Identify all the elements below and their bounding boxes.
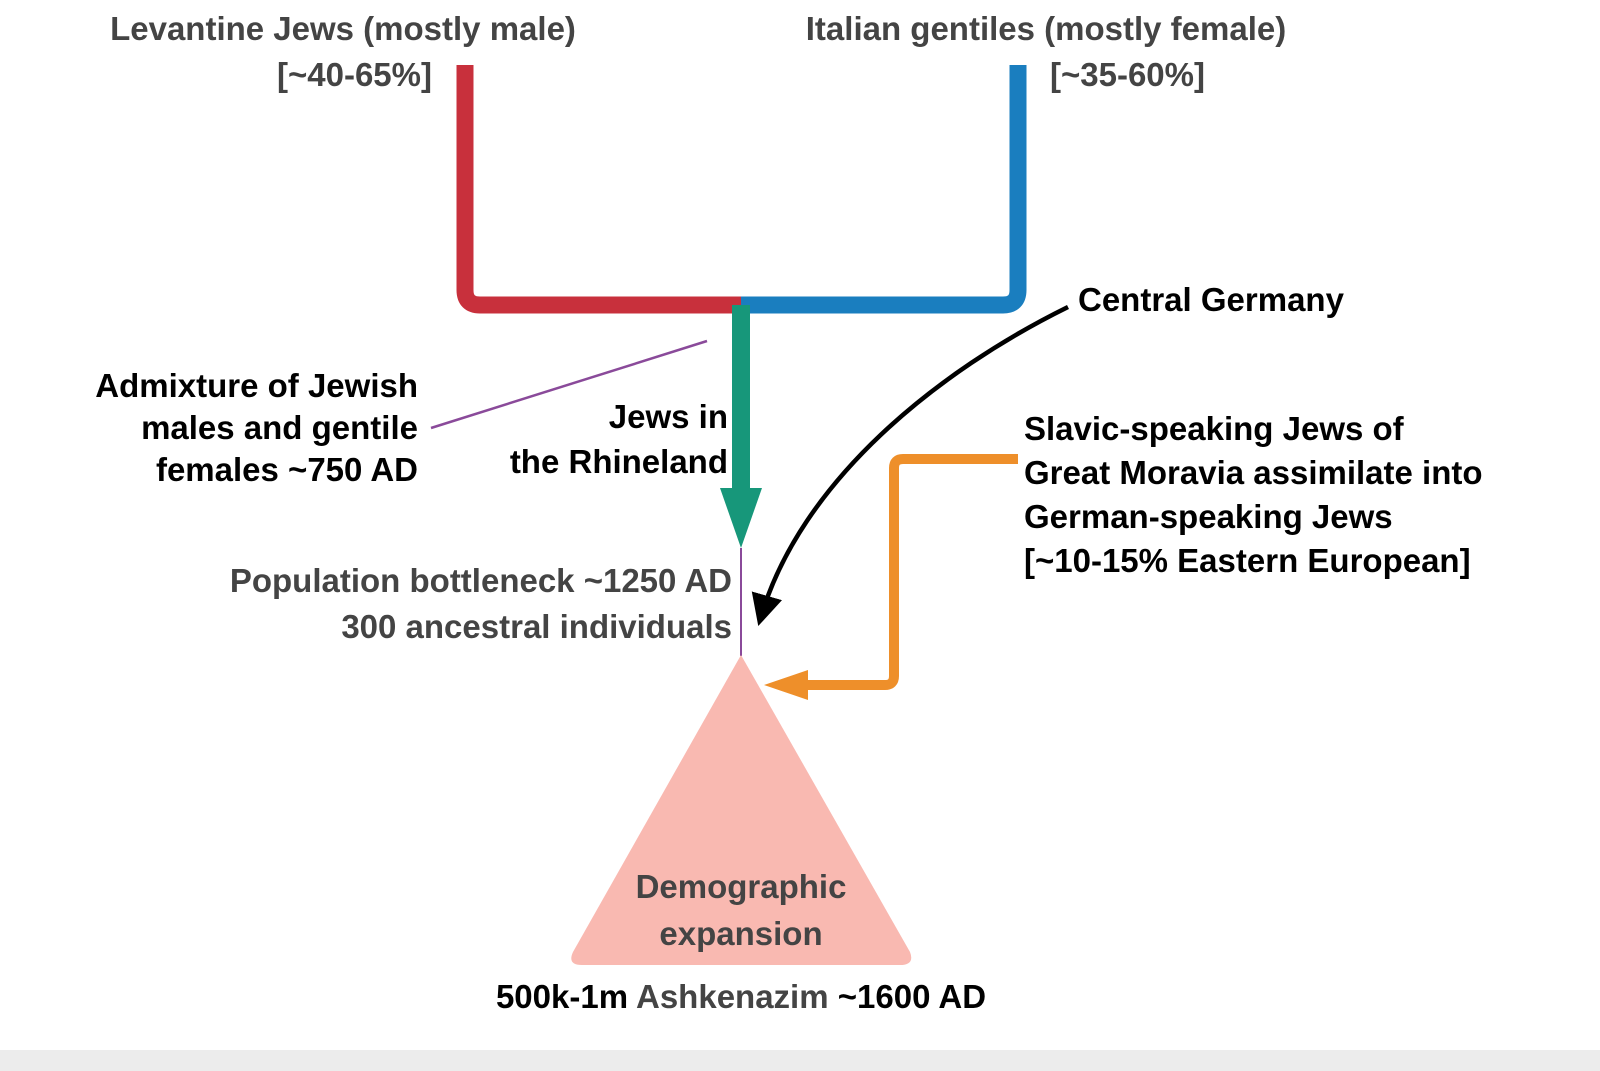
central-germany-arrow (751, 304, 1069, 627)
admixture-pointer-line (430, 339, 708, 430)
slavic-label-line: Slavic-speaking Jews of (1024, 410, 1405, 447)
admixture-label-line: females ~750 AD (156, 451, 418, 488)
expansion-triangle (571, 655, 912, 965)
italian-branch-line (741, 65, 1027, 314)
bottleneck-label-line: 300 ancestral individuals (341, 608, 732, 645)
levantine-branch-line (456, 65, 741, 314)
result-name: Ashkenazim (636, 978, 829, 1015)
bottleneck-label-line: Population bottleneck ~1250 AD (230, 562, 732, 599)
rhineland-label-line: Jews in (609, 398, 728, 435)
central-germany-label: Central Germany (1078, 281, 1345, 318)
rhineland-label-line: the Rhineland (510, 443, 728, 480)
admixture-label-line: males and gentile (141, 409, 418, 446)
result-count: 500k-1m (496, 978, 628, 1015)
expansion-label-line: expansion (659, 915, 822, 952)
slavic-label-line: [~10-15% Eastern European] (1024, 542, 1471, 579)
expansion-label-line: Demographic (636, 868, 847, 905)
rhineland-arrowhead (720, 488, 762, 548)
admixture-label-line: Admixture of Jewish (95, 367, 418, 404)
slavic-arrowhead (764, 670, 808, 700)
result-label: 500k-1m Ashkenazim ~1600 AD (496, 978, 986, 1015)
slavic-arrow-line (800, 454, 1018, 690)
levantine-label: Levantine Jews (mostly male) (110, 10, 576, 47)
levantine-share: [~40-65%] (277, 56, 432, 93)
italian-label: Italian gentiles (mostly female) (806, 10, 1286, 47)
slavic-label-line: German-speaking Jews (1024, 498, 1393, 535)
slavic-label-line: Great Moravia assimilate into (1024, 454, 1483, 491)
result-date: ~1600 AD (838, 978, 986, 1015)
italian-share: [~35-60%] (1050, 56, 1205, 93)
bottom-band (0, 1050, 1600, 1071)
